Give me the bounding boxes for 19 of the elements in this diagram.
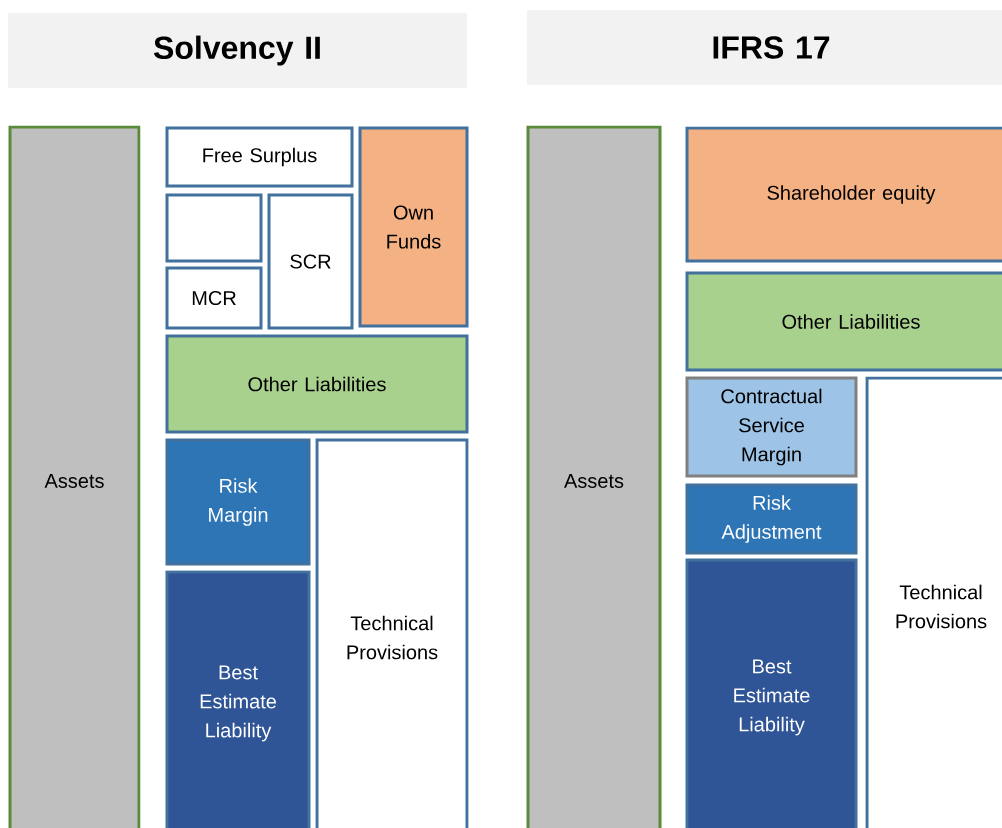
balance-sheet-box: Shareholder equity (685, 126, 1002, 263)
balance-sheet-box: Technical Provisions (315, 438, 469, 828)
assets-column: Assets (526, 125, 662, 828)
balance-sheet-box: Technical Provisions (865, 376, 1002, 828)
empty-box (165, 193, 263, 263)
heading-band: Solvency II (8, 13, 467, 88)
balance-sheet-box: Free Surplus (165, 126, 354, 188)
heading-band: IFRS 17 (527, 10, 1002, 85)
balance-sheet-box: Other Liabilities (165, 334, 469, 434)
balance-sheet-box: Contractual Service Margin (685, 376, 858, 478)
balance-sheet-box: Best Estimate Liability (165, 570, 311, 828)
balance-sheet-box: MCR (165, 266, 263, 330)
assets-column: Assets (8, 125, 141, 828)
balance-sheet-box: Risk Adjustment (685, 483, 858, 555)
balance-sheet-box: Best Estimate Liability (685, 558, 858, 828)
balance-sheet-box: SCR (267, 193, 354, 330)
balance-sheet-box: Risk Margin (165, 438, 311, 566)
balance-sheet-box: Own Funds (358, 126, 469, 328)
balance-sheet-box: Other Liabilities (685, 271, 1002, 372)
